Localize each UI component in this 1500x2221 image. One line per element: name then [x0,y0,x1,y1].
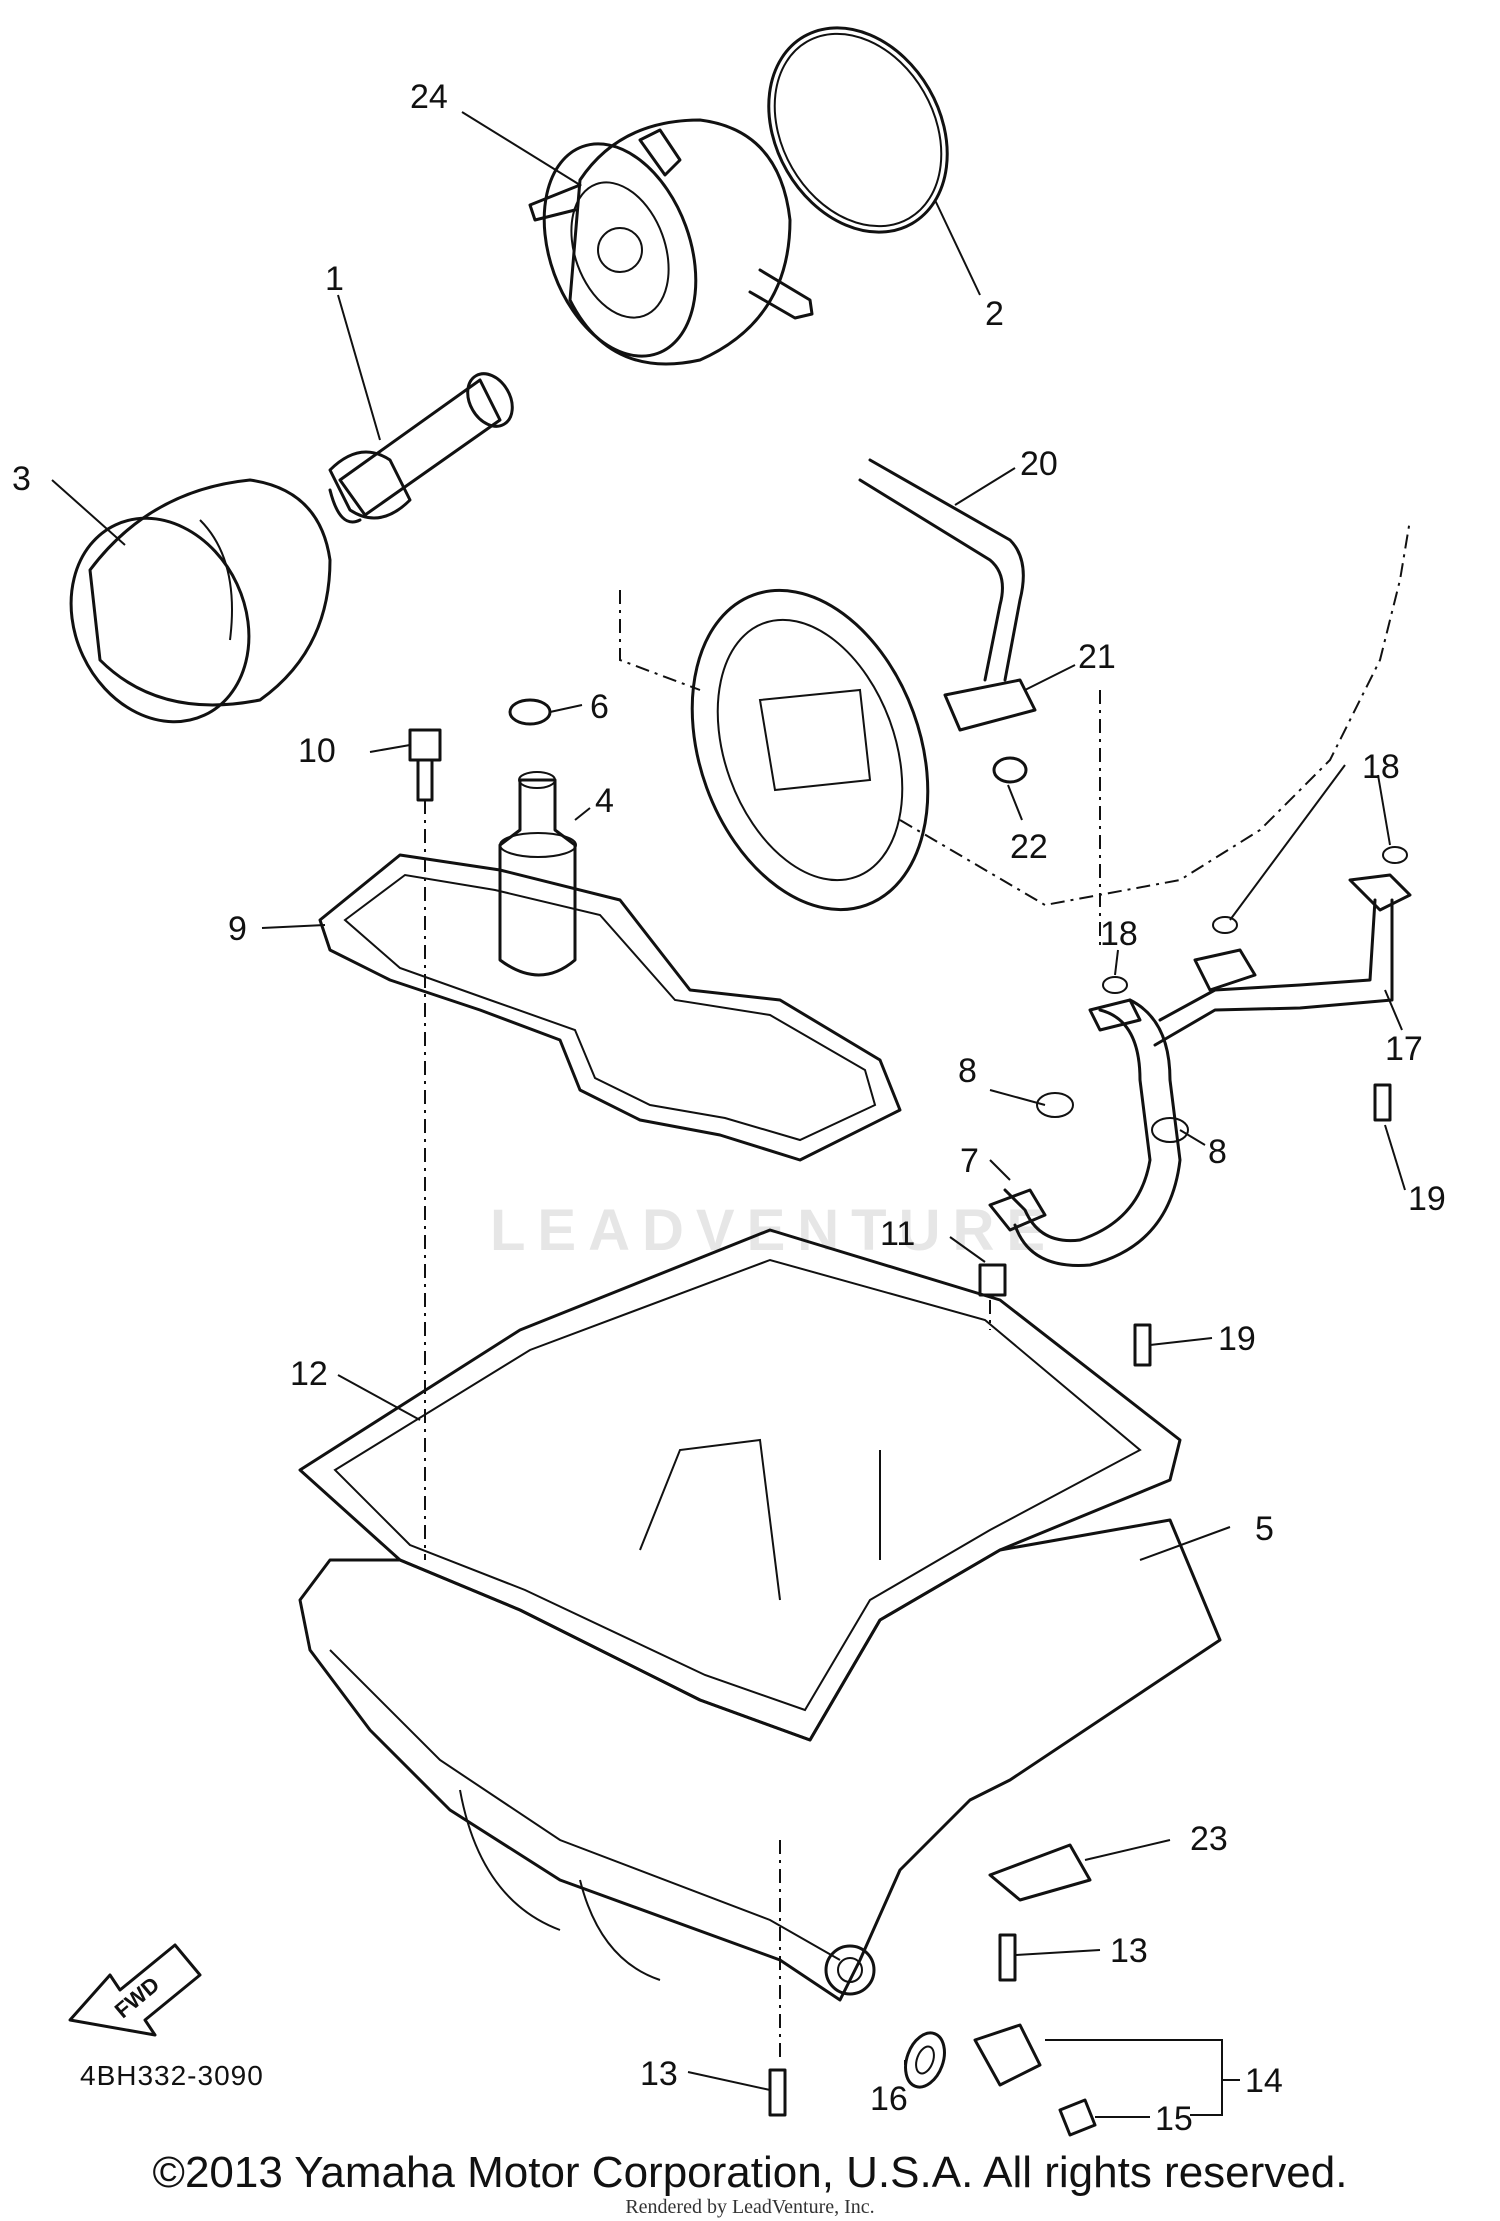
callout-19-mid: 19 [1218,1320,1256,1358]
callout-23: 23 [1190,1820,1228,1858]
callout-12: 12 [290,1355,328,1393]
damper-and-clip-parts [943,678,1037,784]
callout-10: 10 [298,732,336,770]
callout-8-right: 8 [1208,1133,1227,1171]
callout-21: 21 [1078,638,1116,676]
oil-strainer-part [690,588,930,912]
callout-13-right: 13 [1110,1932,1148,1970]
callout-14: 14 [1245,2062,1283,2100]
callout-17: 17 [1385,1030,1423,1068]
callout-numbers: 24 2 1 3 20 21 22 6 4 10 9 18 18 17 8 8 … [12,78,1446,2138]
callout-24: 24 [410,78,448,116]
hose-part [858,458,1025,682]
callout-9: 9 [228,910,247,948]
callout-7: 7 [960,1142,979,1180]
oil-pan-and-gasket-parts [298,1228,1222,2002]
oil-filter-part [69,478,332,724]
callout-11: 11 [880,1215,915,1253]
pipe-part [498,698,577,977]
fwd-label: FWD [110,1972,164,2023]
alignment-lines [424,690,1101,2060]
callout-15: 15 [1155,2100,1193,2138]
callout-18-top: 18 [1362,748,1400,786]
o-ring-part [767,26,949,234]
callout-3: 3 [12,460,31,498]
callout-5: 6 [590,688,609,726]
callout-19-right: 19 [1408,1180,1446,1218]
copyright-text: ©2013 Yamaha Motor Corporation, U.S.A. A… [152,2148,1348,2197]
part-code: 4BH332-3090 [80,2060,264,2091]
callout-8-left: 8 [958,1052,977,1090]
callout-16: 16 [870,2080,908,2118]
oil-delivery-pipe-part [988,846,1412,1367]
rendered-by-text: Rendered by LeadVenture, Inc. [625,2196,875,2218]
union-bolt-part [328,372,514,524]
callout-20: 20 [1020,445,1058,483]
bolt-10-part [408,728,442,802]
drain-plug-assembly-parts [768,1843,1097,2137]
callout-22: 22 [1010,828,1048,866]
callout-6: 5 [1255,1510,1274,1548]
callout-2: 2 [985,295,1004,333]
oil-cooler-part [528,118,814,366]
assembly-outline [619,519,1411,907]
callout-4: 4 [595,782,614,820]
fwd-arrow-icon: FWD [68,1943,202,2037]
baffle-plate-part [318,853,902,1162]
callout-18-mid: 18 [1100,915,1138,953]
callout-1: 1 [325,260,344,298]
plug-11-part [978,1263,1007,1297]
callout-13-left: 13 [640,2055,678,2093]
leader-lines [51,111,1406,2118]
